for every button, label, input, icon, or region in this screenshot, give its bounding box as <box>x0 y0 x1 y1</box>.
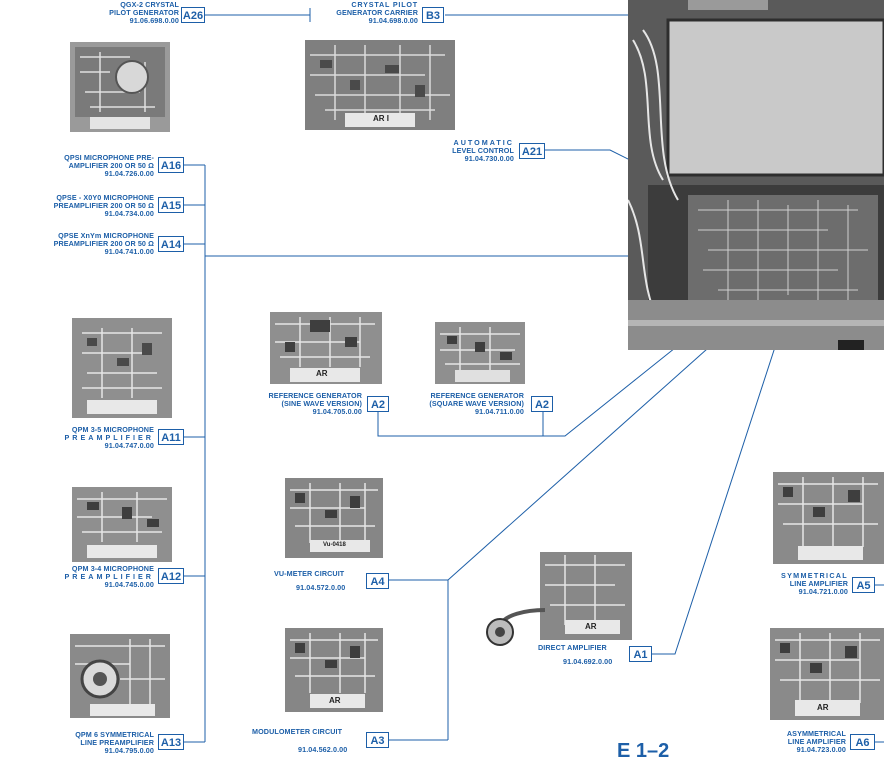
a2-sine-title-line1: REFERENCE GENERATOR <box>268 391 362 400</box>
a6-title-line2: LINE AMPLIFIER <box>787 737 846 747</box>
a12-part-number: 91.04.745.0.00 <box>104 580 154 590</box>
a13-title-line1: QPM 6 SYMMETRICAL <box>75 730 154 739</box>
a1-board-photo: AR <box>485 550 635 650</box>
a2-square-board-photo <box>435 322 525 384</box>
a3-label: MODULOMETER CIRCUIT 91.04.562.0.00 <box>252 727 348 755</box>
a13-title-line2: LINE PREAMPLIFIER <box>80 738 154 748</box>
a15-title-line2: PREAMPLIFIER 200 OR 50 Ω <box>53 201 154 211</box>
a11-part-number: 91.04.747.0.00 <box>104 441 154 451</box>
a5-badge[interactable]: A5 <box>852 577 875 593</box>
a15-part-number: 91.04.734.0.00 <box>104 209 154 219</box>
a5-title-line1: SYMMETRICAL <box>780 571 848 580</box>
a4-board-marking: Vu-0418 <box>323 542 346 548</box>
a6-part-number: 91.04.723.0.00 <box>796 745 846 755</box>
chassis-photo <box>628 0 884 350</box>
b3-title-line2: GENERATOR CARRIER <box>336 8 418 18</box>
a15-label: QPSE - X0Y0 MICROPHONE PREAMPLIFIER 200 … <box>53 193 154 219</box>
a3-board-photo: AR <box>285 628 383 712</box>
a13-part-number: 91.04.795.0.00 <box>104 746 154 756</box>
a1-part-number: 91.04.692.0.00 <box>563 657 613 667</box>
a1-board-marking: AR <box>585 622 597 631</box>
a2-square-title-line1: REFERENCE GENERATOR <box>430 391 524 400</box>
a2-sine-board-photo: AR <box>270 312 382 384</box>
a26-badge[interactable]: A26 <box>181 7 205 23</box>
a14-title-line2: PREAMPLIFIER 200 OR 50 Ω <box>53 239 154 249</box>
a2-square-part-number: 91.04.711.0.00 <box>475 407 524 417</box>
a12-badge[interactable]: A12 <box>158 568 184 584</box>
a16-title-line2: AMPLIFIER 200 OR 50 Ω <box>68 161 154 171</box>
a12-label: QPM 3-4 MICROPHONE PREAMPLIFIER 91.04.74… <box>64 564 154 590</box>
wire-a1 <box>652 254 806 655</box>
a3-badge[interactable]: A3 <box>366 732 389 748</box>
a21-badge[interactable]: A21 <box>519 143 545 159</box>
a4-label: VU-METER CIRCUIT 91.04.572.0.00 <box>274 569 346 593</box>
a15-badge[interactable]: A15 <box>158 197 184 213</box>
a3-board-marking: AR <box>329 696 341 705</box>
a1-badge[interactable]: A1 <box>629 646 652 662</box>
a5-part-number: 91.04.721.0.00 <box>798 587 848 597</box>
a2-board-marking: AR <box>316 369 328 378</box>
b3-badge[interactable]: B3 <box>422 7 444 23</box>
a15-title-line1: QPSE - X0Y0 MICROPHONE <box>56 193 154 202</box>
a16-badge[interactable]: A16 <box>158 157 184 173</box>
a4-title: VU-METER CIRCUIT <box>274 569 345 578</box>
a1-title: DIRECT AMPLIFIER <box>538 643 607 652</box>
a3-part-number: 91.04.562.0.00 <box>298 745 348 755</box>
a12-board-photo <box>72 487 172 562</box>
a13-label: QPM 6 SYMMETRICAL LINE PREAMPLIFIER 91.0… <box>75 730 154 756</box>
a14-title-line1: QPSE XnYm MICROPHONE <box>58 231 154 240</box>
wire-a2 <box>377 299 736 437</box>
a2-sine-badge[interactable]: A2 <box>367 396 389 412</box>
a2-sine-label: REFERENCE GENERATOR (SINE WAVE VERSION) … <box>268 391 362 417</box>
a16-title-line1: QPSI MICROPHONE PRE- <box>64 153 154 162</box>
b3-board-photo: AR I <box>305 40 455 130</box>
a2-square-badge[interactable]: A2 <box>531 396 553 412</box>
a4-badge[interactable]: A4 <box>366 573 389 589</box>
a2-sine-part-number: 91.04.705.0.00 <box>312 407 362 417</box>
a3-title: MODULOMETER CIRCUIT <box>252 727 343 736</box>
a11-board-photo <box>72 318 172 418</box>
a13-badge[interactable]: A13 <box>158 734 184 750</box>
a6-label: ASYMMETRICAL LINE AMPLIFIER 91.04.723.0.… <box>786 729 846 755</box>
a6-board-marking: AR <box>817 703 829 712</box>
a14-label: QPSE XnYm MICROPHONE PREAMPLIFIER 200 OR… <box>53 231 154 257</box>
a2-square-label: REFERENCE GENERATOR (SQUARE WAVE VERSION… <box>429 391 524 417</box>
a6-title-line1: ASYMMETRICAL <box>786 729 846 738</box>
a4-part-number: 91.04.572.0.00 <box>296 583 346 593</box>
a5-label: SYMMETRICAL LINE AMPLIFIER 91.04.721.0.0… <box>780 571 848 597</box>
a6-board-photo: AR <box>770 628 884 720</box>
a5-board-photo <box>773 472 884 564</box>
a4-board-photo: Vu-0418 <box>285 478 383 558</box>
b3-title-line1: CRYSTAL PILOT <box>351 0 418 9</box>
a26-board-photo <box>70 42 170 132</box>
a26-title-line1: QGX-2 CRYSTAL <box>120 0 179 9</box>
a11-badge[interactable]: A11 <box>158 429 184 445</box>
a1-label: DIRECT AMPLIFIER 91.04.692.0.00 <box>538 643 613 667</box>
a21-title-line2: LEVEL CONTROL <box>452 146 514 156</box>
a26-part-number: 91.06.698.0.00 <box>129 16 179 26</box>
a21-label: AUTOMATIC LEVEL CONTROL 91.04.730.0.00 <box>452 138 514 164</box>
a26-title-line2: PILOT GENERATOR <box>109 8 179 18</box>
a16-part-number: 91.04.726.0.00 <box>104 169 154 179</box>
a13-board-photo <box>70 634 170 718</box>
a2-square-title-line2: (SQUARE WAVE VERSION) <box>429 399 524 409</box>
a11-title-line2: PREAMPLIFIER <box>64 433 154 443</box>
a11-title-line1: QPM 3-5 MICROPHONE <box>71 425 154 434</box>
a11-label: QPM 3-5 MICROPHONE PREAMPLIFIER 91.04.74… <box>64 425 154 451</box>
a14-part-number: 91.04.741.0.00 <box>104 247 154 257</box>
a12-title-line1: QPM 3-4 MICROPHONE <box>71 564 154 573</box>
a21-part-number: 91.04.730.0.00 <box>464 154 514 164</box>
a5-title-line2: LINE AMPLIFIER <box>789 579 848 589</box>
b3-part-number: 91.04.698.0.00 <box>368 16 418 26</box>
a2-sine-title-line2: (SINE WAVE VERSION) <box>281 399 362 409</box>
a16-label: QPSI MICROPHONE PRE- AMPLIFIER 200 OR 50… <box>64 153 154 179</box>
b3-board-marking: AR I <box>373 114 389 123</box>
a14-badge[interactable]: A14 <box>158 236 184 252</box>
a21-title-line1: AUTOMATIC <box>453 138 514 147</box>
a6-badge[interactable]: A6 <box>850 734 875 750</box>
b3-label: CRYSTAL PILOT GENERATOR CARRIER 91.04.69… <box>336 0 418 26</box>
a12-title-line2: PREAMPLIFIER <box>64 572 154 582</box>
page-number: E 1–2 <box>617 740 670 762</box>
a26-label: QGX-2 CRYSTAL PILOT GENERATOR 91.06.698.… <box>109 0 179 26</box>
